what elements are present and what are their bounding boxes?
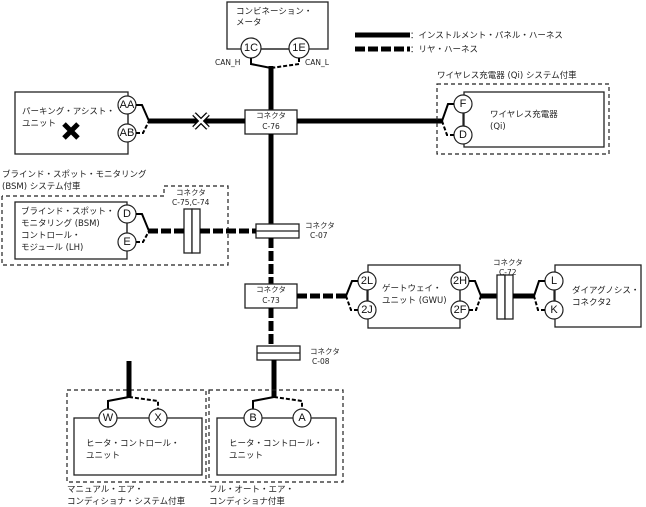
heater-auto-group-title-line2: コンディショナ付車 xyxy=(209,496,285,507)
bsm-group-title-line1: ブラインド・スポット・モニタリング xyxy=(2,169,147,180)
c08-line2: C-08 xyxy=(312,357,330,366)
bsm-group: ブラインド・スポット・モニタリング (BSM) システム付車 ブラインド・スポッ… xyxy=(1,169,229,266)
parking-assist-name-line1: パーキング・アシスト・ xyxy=(22,106,115,117)
heater-manual-group: W X ヒータ・コントロール・ ユニット マニュアル・エア・ コンディショナ・シ… xyxy=(66,361,207,507)
wireless-charger-group: ワイヤレス充電器 (Qi) システム付車 ワイヤレス充電器 (Qi) F D xyxy=(436,70,610,155)
heater-auto-box xyxy=(216,417,337,476)
legend: ：インストルメント・パネル・ハーネス ：リヤ・ハーネス xyxy=(355,31,563,55)
cut-wire-x-icon xyxy=(192,112,210,130)
heater-manual-name-line1: ヒータ・コントロール・ xyxy=(86,439,180,449)
pin-f-label: F xyxy=(460,98,467,110)
bsm-name-line4: モジュール (LH) xyxy=(21,243,83,253)
heater-auto-group: B A ヒータ・コントロール・ ユニット フル・オート・エア・ コンディショナ付… xyxy=(208,389,344,507)
gateway-unit: ゲートウェイ・ ユニット (GWU) 2L 2J 2H 2F xyxy=(345,264,482,329)
connector-c72: コネクタ C-72 xyxy=(493,258,523,320)
pin-2l-label: 2L xyxy=(361,275,373,287)
heater-manual-group-box xyxy=(66,389,207,483)
heater-auto-group-box xyxy=(208,389,344,483)
bsm-group-box xyxy=(1,185,229,266)
can-h-label: CAN_H xyxy=(215,58,240,67)
connector-c74 xyxy=(191,208,201,254)
connector-c07: コネクタ C-07 xyxy=(255,221,335,240)
heater-manual-box xyxy=(73,417,203,476)
c75-c74-line2: C-75,C-74 xyxy=(172,198,210,207)
diag-name-line2: コネクタ2 xyxy=(572,298,611,308)
pin-2f-label: 2F xyxy=(454,304,467,316)
wireless-charger-box xyxy=(463,91,605,148)
heater-auto-name-line1: ヒータ・コントロール・ xyxy=(229,439,323,449)
pin-e-bsm-label: E xyxy=(123,236,130,248)
combination-meter: コンビネーション・ メータ 1C 1E CAN_H CAN_L xyxy=(215,1,330,69)
pin-aa-label: AA xyxy=(120,99,135,111)
connector-c73: コネクタ C-73 xyxy=(244,283,298,309)
c75-c74-line1: コネクタ xyxy=(176,188,206,197)
pin-ab-label: AB xyxy=(120,127,135,139)
diagnosis-box xyxy=(554,264,642,328)
pin-d-bsm-label: D xyxy=(123,208,131,220)
c08-line1: コネクタ xyxy=(310,347,340,356)
pin-w-label: W xyxy=(103,412,114,424)
heater-manual-group-title-line2: コンディショナ・システム付車 xyxy=(67,496,186,507)
c72-line2: C-72 xyxy=(499,268,517,277)
c73-line2: C-73 xyxy=(262,296,280,305)
parking-assist-unit: パーキング・アシスト・ ユニット AA AB xyxy=(14,91,150,155)
legend-solid-label: ：インストルメント・パネル・ハーネス xyxy=(410,31,563,41)
pin-1e-label: 1E xyxy=(292,42,305,54)
not-equipped-x-icon xyxy=(62,122,80,140)
heater-auto-group-title-line1: フル・オート・エア・ xyxy=(209,485,294,495)
can-l-label: CAN_L xyxy=(305,58,330,67)
wireless-name-line2: (Qi) xyxy=(490,122,506,132)
bsm-name-line1: ブラインド・スポット・ xyxy=(21,206,115,217)
parking-assist-box xyxy=(14,91,129,155)
bsm-name-line3: コントロール・ xyxy=(21,231,81,241)
pin-k-label: K xyxy=(550,304,558,316)
connector-c75 xyxy=(183,208,193,254)
pin-d-wireless-label: D xyxy=(459,129,467,141)
meter-name-line1: コンビネーション・ xyxy=(236,7,312,17)
bsm-module-box xyxy=(14,201,128,260)
c73-line1: コネクタ xyxy=(256,285,286,294)
pin-2j-label: 2J xyxy=(361,304,373,316)
c07-line1: コネクタ xyxy=(305,221,335,230)
parking-assist-name-line2: ユニット xyxy=(22,119,56,129)
heater-manual-group-title-line1: マニュアル・エア・ xyxy=(67,485,143,495)
heater-manual-name-line2: ユニット xyxy=(86,451,120,461)
pin-2h-label: 2H xyxy=(453,275,467,287)
gateway-name-line1: ゲートウェイ・ xyxy=(382,283,442,294)
pin-1c-label: 1C xyxy=(244,42,258,54)
pin-l-label: L xyxy=(551,275,557,287)
pin-x xyxy=(148,408,168,428)
wireless-group-title: ワイヤレス充電器 (Qi) システム付車 xyxy=(437,70,577,81)
diag-name-line1: ダイアグノシス・ xyxy=(572,285,639,296)
c76-line1: コネクタ xyxy=(256,111,286,120)
wireless-group-box xyxy=(436,83,610,155)
c07-line2: C-07 xyxy=(310,231,328,240)
wireless-name-line1: ワイヤレス充電器 xyxy=(490,109,558,120)
pin-a xyxy=(292,408,312,428)
connector-c08: コネクタ C-08 xyxy=(256,345,340,366)
legend-dashed-label: ：リヤ・ハーネス xyxy=(410,45,478,55)
heater-auto-name-line2: ユニット xyxy=(229,451,263,461)
pin-b-label: B xyxy=(249,412,256,424)
gateway-name-line2: ユニット (GWU) xyxy=(382,296,447,306)
pin-x-label: X xyxy=(154,412,162,424)
meter-box xyxy=(226,1,329,50)
pin-a-label: A xyxy=(298,412,306,424)
c76-line2: C-76 xyxy=(262,122,280,131)
meter-name-line2: メータ xyxy=(236,18,262,28)
connector-c76: コネクタ C-76 xyxy=(244,109,298,135)
diagnosis-connector: ダイアグノシス・ コネクタ2 L K xyxy=(533,264,642,328)
pin-b xyxy=(243,408,263,428)
c72-line1: コネクタ xyxy=(493,258,523,267)
pin-w xyxy=(98,408,118,428)
bsm-group-title-line2: (BSM) システム付車 xyxy=(2,181,81,192)
bsm-name-line2: モニタリング (BSM) xyxy=(21,218,100,229)
gateway-box xyxy=(367,264,461,329)
